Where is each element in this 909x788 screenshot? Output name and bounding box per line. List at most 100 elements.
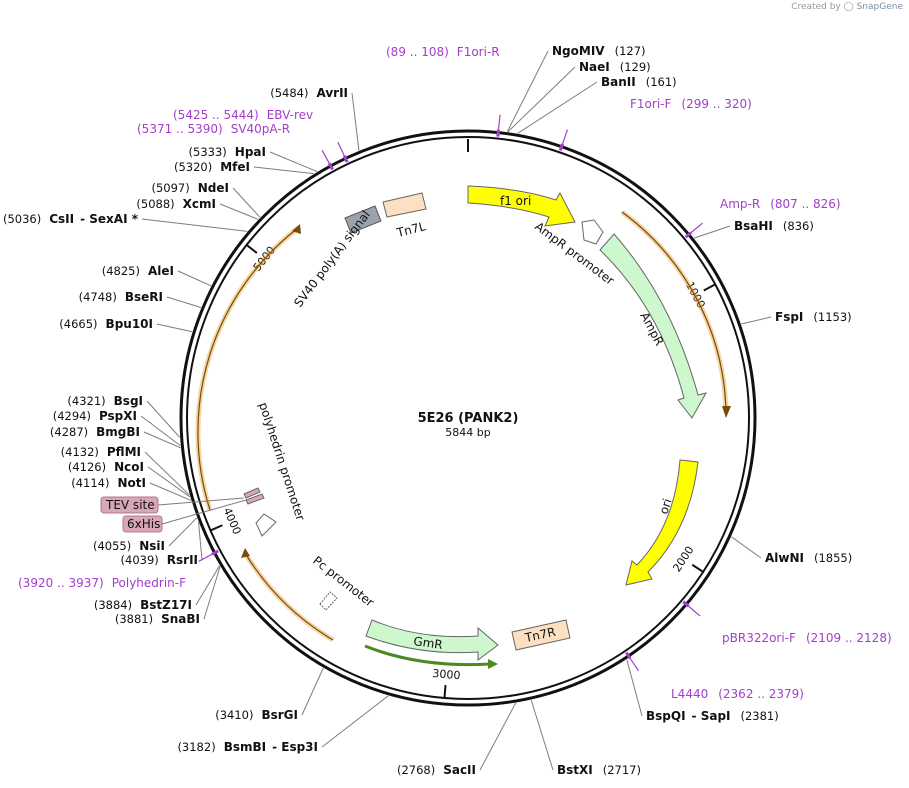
site-label-bpu10i[interactable]: (4665)Bpu10I [59,317,153,331]
orf-arc-ampr [620,209,729,414]
feature-label-f1-ori: f1 ori [500,194,531,208]
site-label-alei[interactable]: (4825)AleI [102,264,174,278]
primer-label-f1ori-r[interactable]: (89 .. 108)F1ori-R [386,45,500,59]
backbone-inner-ring [186,136,750,700]
tick-1000 [703,283,716,292]
site-label-rsrii[interactable]: (4039)RsrII [121,553,198,567]
site-leader-bpu10i [156,323,193,333]
site-leader-avrii [351,92,360,151]
feature-ampr-promoter[interactable] [581,219,604,245]
site-label-snabi[interactable]: (3881)SnaBI [115,612,200,626]
feature-tn7r[interactable] [511,619,571,651]
site-label-xcmi[interactable]: (5088)XcmI [136,197,216,211]
tick-5000 [245,244,258,254]
site-label-ndei[interactable]: (5097)NdeI [152,181,230,195]
feature-label-polyhedrin-promoter: polyhedrin promoter [256,401,307,523]
site-leader-sacii [479,702,517,771]
site-labels: NgoMIV(127) NaeI(129)BanII(161) BsaHI(836)… [3,44,892,777]
site-leader-bstxi [530,699,554,771]
site-label-bstxi[interactable]: BstXI(2717) [557,763,641,777]
site-label-alwni[interactable]: AlwNI(1855) [765,551,852,565]
site-label-bseri[interactable]: (4748)BseRI [79,290,163,304]
orf-arc-lower-left-line [244,552,334,641]
site-label-bsgi[interactable]: (4321)BsgI [67,394,143,408]
site-leader-nsii [168,517,198,547]
site-leader-banii [517,81,598,134]
site-label-csii[interactable]: (5036)CsII- SexAI * [3,212,139,226]
site-leader-bsrgi [301,667,324,716]
feature-ampr[interactable] [599,233,708,419]
feature-tev-site[interactable] [245,493,265,505]
primer-label-sv40pa-r[interactable]: (5371 .. 5390)SV40pA-R [137,122,290,136]
feature-polyhedrin-promoter[interactable] [255,513,277,537]
primer-leader-sv40pa-r [321,149,330,164]
site-label-avrii[interactable]: (5484)AvrII [270,86,348,100]
primer-leader-l4440 [629,658,640,672]
site-leader-csii [141,218,248,232]
tick-4000 [210,524,223,532]
site-label-pspxi[interactable]: (4294)PspXI [53,409,137,423]
feature-tn7l[interactable] [382,192,427,218]
site-leader-bsmbi [321,695,389,748]
primer-mark-f1ori-f [558,143,564,151]
site-label-mfei[interactable]: (5320)MfeI [174,160,250,174]
site-leader-bsahi [694,225,731,239]
site-label-bstz17i[interactable]: (3884)BstZ17I [94,598,192,612]
feature-his-tag[interactable] [243,487,261,499]
site-leader-rsrii [198,522,203,561]
snapgene-logo-icon: ◯ [843,2,854,12]
primer-mark-polyhedrin-f [211,549,219,556]
feature-ori[interactable] [625,459,699,586]
plasmid-name: 5E26 (PANK2) [418,411,519,426]
site-label-banii[interactable]: BanII(161) [601,75,677,89]
tick-label-3000: 3000 [432,667,461,682]
primer-label-ebv-rev[interactable]: (5425 .. 5444)EBV-rev [173,108,313,122]
primer-leader-f1ori-r [497,114,501,130]
primer-mark-sv40pa-r [327,162,334,171]
primer-leader-amp-r [690,222,703,234]
site-label-bsmbi[interactable]: (3182)BsmBI- Esp3I [177,740,318,754]
site-leader-bstz17i [195,565,221,606]
primer-mark-pbr322ori-f [682,600,690,608]
feature-label-ori: ori [657,497,675,516]
plasmid-length: 5844 bp [445,426,490,439]
feature-label-pc-promoter: Pc promoter [310,553,376,609]
site-label-bsrgi[interactable]: (3410)BsrGI [215,708,298,722]
primer-mark-l4440 [625,651,632,660]
site-label-noti[interactable]: (4114)NotI [71,476,146,490]
site-label-nsii[interactable]: (4055)NsiI [93,539,165,553]
tick-label-2000: 2000 [670,544,696,575]
site-label-naei[interactable]: NaeI(129) [579,60,651,74]
feature-label-gmr: GmR [413,634,444,652]
feature-label-tn7l: Tn7L [394,219,427,240]
his-tag-label: 6xHis [127,517,160,531]
primer-leader-pbr322ori-f [688,605,701,617]
site-label-sacii[interactable]: (2768)SacII [397,763,476,777]
primer-label-polyhedrin-f[interactable]: (3920 .. 3937)Polyhedrin-F [18,576,186,590]
site-label-bmgbi[interactable]: (4287)BmgBI [50,425,140,439]
primer-leader-f1ori-f [562,129,569,145]
site-label-ncoi[interactable]: (4126)NcoI [68,460,144,474]
site-label-bsahi[interactable]: BsaHI(836) [734,219,814,233]
site-label-fspi[interactable]: FspI(1153) [775,310,852,324]
site-label-bspqi[interactable]: BspQI- SapI(2381) [646,709,779,723]
feature-pc-promoter[interactable] [319,591,338,611]
primer-label-f1ori-f[interactable]: F1ori-F(299 .. 320) [630,97,752,111]
site-leader-bsgi [146,400,181,438]
site-label-pflmi[interactable]: (4132)PflMI [61,445,141,459]
primer-label-l4440[interactable]: L4440(2362 .. 2379) [671,687,804,701]
site-label-hpai[interactable]: (5333)HpaI [189,145,266,159]
site-leader-alwni [731,536,762,559]
feature-gmr[interactable] [365,619,499,661]
site-leader-naei [507,66,576,133]
tick-label-4000: 4000 [220,506,243,537]
site-label-ngomiv[interactable]: NgoMIV(127) [552,44,646,58]
tick-3000 [443,684,447,699]
orf-arc-left-line [197,227,299,511]
primer-label-amp-r[interactable]: Amp-R(807 .. 826) [720,197,841,211]
site-leader-snabi [203,566,221,620]
feature-f1-ori[interactable] [467,185,576,227]
primer-label-pbr322ori-f[interactable]: pBR322ori-F(2109 .. 2128) [722,631,892,645]
feature-sv40-polya[interactable] [344,205,382,234]
